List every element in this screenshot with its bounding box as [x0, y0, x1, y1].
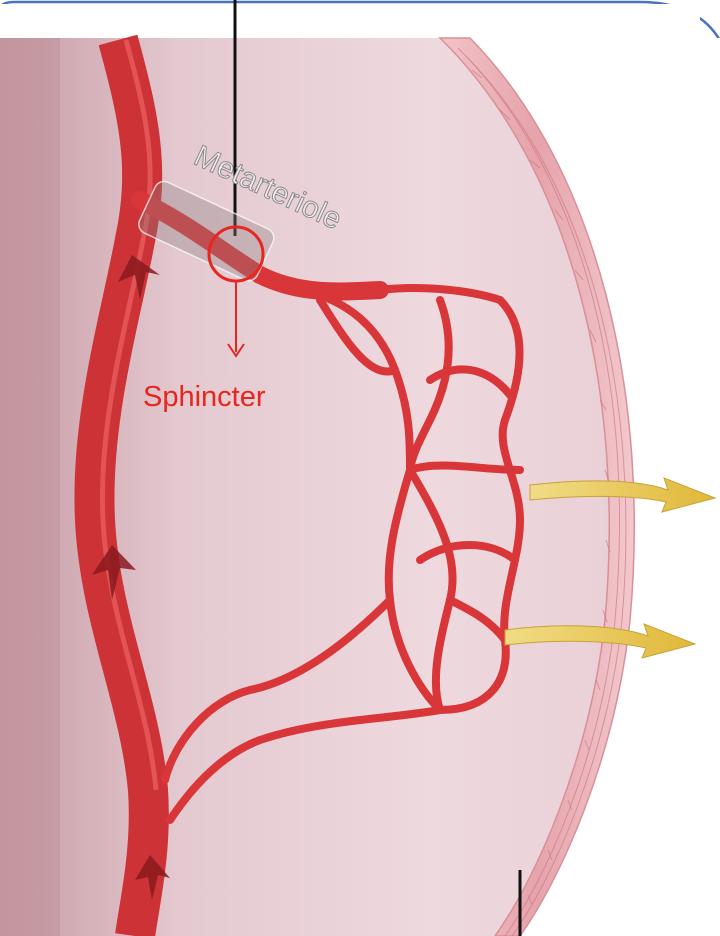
frame-top-fill	[0, 4, 700, 38]
sphincter-label: Sphincter	[143, 380, 266, 414]
left-tissue-shade	[0, 38, 60, 936]
